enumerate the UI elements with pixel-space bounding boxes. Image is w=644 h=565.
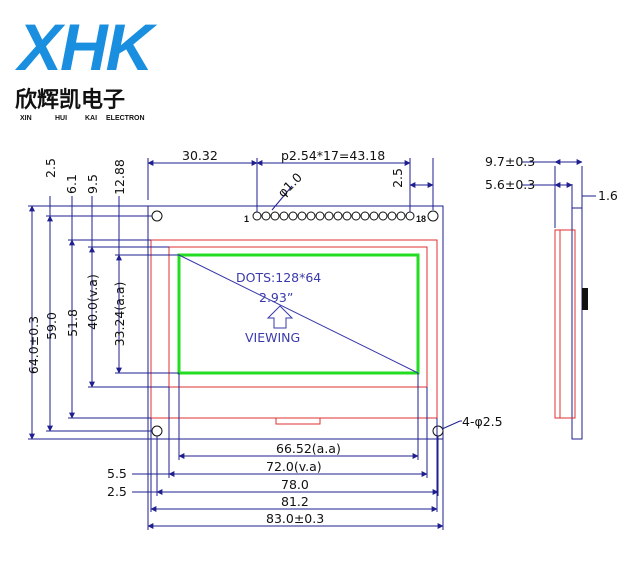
- pin-row: [252, 211, 415, 221]
- mount-hole-bl: [151, 425, 163, 437]
- pin-label-first: 1: [244, 214, 249, 224]
- pin-hole: [252, 211, 262, 221]
- logo-letters: XHK: [14, 10, 158, 84]
- pin-hole: [369, 211, 379, 221]
- dim-side-body: 5.6±0.3: [485, 177, 535, 192]
- mount-hole-br: [432, 425, 444, 437]
- lcd-size-label: 2.93”: [259, 290, 293, 305]
- viewing-arrow-icon: [266, 305, 294, 329]
- dim-va-width: 72.0(v.a): [266, 459, 322, 474]
- side-connector: [582, 288, 588, 310]
- pin-hole: [261, 211, 271, 221]
- lcd-dots-label: DOTS:128*64: [236, 270, 321, 285]
- side-bezel: [554, 229, 576, 419]
- pin-hole: [351, 211, 361, 221]
- dim-d1: 2.5: [43, 158, 58, 178]
- pcb-outline: [147, 205, 444, 440]
- dim-aa-height: 33.24(a.a): [112, 282, 127, 347]
- pin-hole: [333, 211, 343, 221]
- dim-pin-offset: 30.32: [182, 148, 218, 163]
- leader-pin-hole: [271, 185, 293, 211]
- pin-hole: [315, 211, 325, 221]
- lcd-viewing-label: VIEWING: [245, 330, 300, 345]
- diagonal-line: [178, 254, 419, 374]
- dim-left-55: 5.5: [107, 466, 127, 481]
- dim-va-height: 40.0(v.a): [85, 274, 100, 330]
- dim-pin-pitch: p2.54*17=43.18: [281, 148, 385, 163]
- brand-en-hui: HUI: [55, 115, 67, 122]
- dim-d3: 9.5: [85, 174, 100, 194]
- pin-hole: [270, 211, 280, 221]
- pin-hole: [405, 211, 415, 221]
- pin-hole: [396, 211, 406, 221]
- pin-hole: [360, 211, 370, 221]
- leader-mount-holes: [441, 420, 461, 430]
- pin-hole: [279, 211, 289, 221]
- dim-w78: 78.0: [281, 477, 309, 492]
- pin-hole: [378, 211, 388, 221]
- dim-side-total: 9.7±0.3: [485, 154, 535, 169]
- dim-left-25: 2.5: [107, 484, 127, 499]
- dim-mount-holes: 4-φ2.5: [462, 414, 503, 429]
- pin-hole: [387, 211, 397, 221]
- dim-aa-width: 66.52(a.a): [276, 441, 341, 456]
- dim-pin-hole: φ1.0: [275, 170, 306, 201]
- dim-side-pcb: 1.6: [598, 188, 618, 203]
- brand-en-kai: KAI: [85, 115, 97, 122]
- active-area-outline: [177, 253, 420, 375]
- brand-en-xin: XIN: [20, 115, 32, 122]
- dim-d4: 12.88: [112, 159, 127, 195]
- pin-hole: [306, 211, 316, 221]
- pin-hole: [324, 211, 334, 221]
- dim-right-margin: 2.5: [390, 168, 405, 188]
- pin-label-last: 18: [416, 214, 426, 224]
- side-pcb: [571, 207, 583, 440]
- brand-logo: XHK 欣辉凯电子 XIN HUI KAI ELECTRON: [0, 0, 200, 125]
- dim-height-518: 51.8: [65, 309, 80, 337]
- brand-en-electron: ELECTRON: [106, 115, 145, 122]
- dim-w812: 81.2: [281, 494, 309, 509]
- dim-w83: 83.0±0.3: [266, 511, 324, 526]
- dim-height-total: 64.0±0.3: [26, 316, 41, 374]
- pin-hole: [288, 211, 298, 221]
- pin-hole: [297, 211, 307, 221]
- mount-hole-tr: [427, 210, 439, 222]
- xhk-logo-mark: XHK 欣辉凯电子 XIN HUI KAI ELECTRON: [14, 10, 160, 122]
- dim-height-59: 59.0: [44, 312, 59, 340]
- pin-hole: [342, 211, 352, 221]
- mount-hole-tl: [151, 210, 163, 222]
- viewing-area-outline: [168, 246, 428, 388]
- bezel-tab: [275, 417, 321, 425]
- dim-d2: 6.1: [64, 174, 79, 194]
- brand-name-cn: 欣辉凯电子: [15, 87, 125, 113]
- bezel-outline: [150, 239, 438, 419]
